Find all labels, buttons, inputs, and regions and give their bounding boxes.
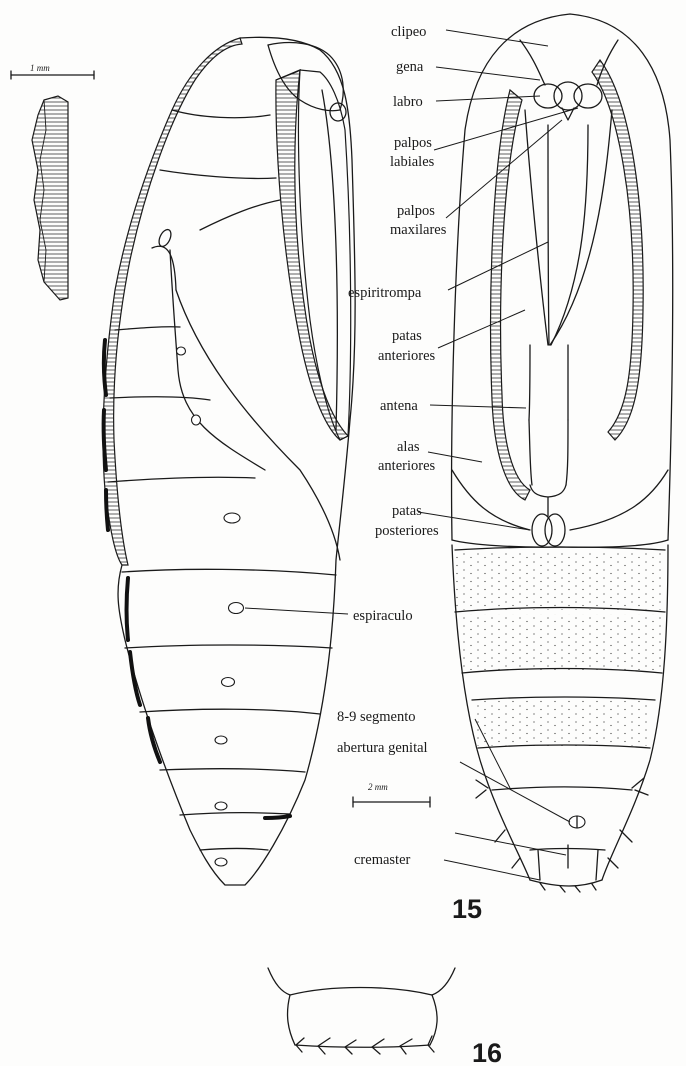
label-alas-anteriores-line2: anteriores: [378, 458, 436, 474]
label-palpos-maxilares-line1: palpos: [397, 203, 435, 219]
label-espiritrompa: espiritrompa: [348, 285, 422, 301]
label-palpos-labiales-line2: labiales: [390, 154, 435, 170]
label-patas-anteriores-line2: anteriores: [378, 348, 436, 364]
label-patas-posteriores-line1: patas: [392, 503, 422, 519]
label-patas-posteriores-line2: posteriores: [375, 523, 439, 539]
label-cremaster: cremaster: [354, 852, 411, 868]
label-antena: antena: [380, 398, 418, 414]
label-8-9-segmento: 8-9 segmento: [337, 709, 416, 725]
espiraculo-marker: [229, 603, 244, 614]
annotation-labels: clipeo gena labro palpos labiales palpos…: [337, 24, 447, 868]
label-palpos-labiales-line1: palpos: [394, 135, 432, 151]
pupa-ventral-view: [452, 14, 673, 892]
label-patas-anteriores-line1: patas: [392, 328, 422, 344]
figure-number-15: 15: [452, 894, 482, 924]
pupa-lateral-view: [103, 37, 355, 885]
scale-bar-2mm: 2 mm: [353, 782, 430, 807]
label-alas-anteriores-line1: alas: [397, 439, 420, 455]
label-palpos-maxilares-line2: maxilares: [390, 222, 447, 238]
scale-bar-1mm: 1 mm: [11, 63, 94, 79]
label-espiraculo: espiraculo: [353, 608, 413, 624]
label-labro: labro: [393, 94, 423, 110]
cuticle-detail: [32, 96, 68, 300]
scale-bar-1mm-label: 1 mm: [30, 63, 50, 73]
label-gena: gena: [396, 59, 424, 75]
label-clipeo: clipeo: [391, 24, 426, 40]
label-abertura-genital: abertura genital: [337, 740, 428, 756]
figure-number-16: 16: [472, 1038, 502, 1066]
scale-bar-2mm-label: 2 mm: [368, 782, 388, 792]
cremaster-detail: [268, 968, 455, 1054]
